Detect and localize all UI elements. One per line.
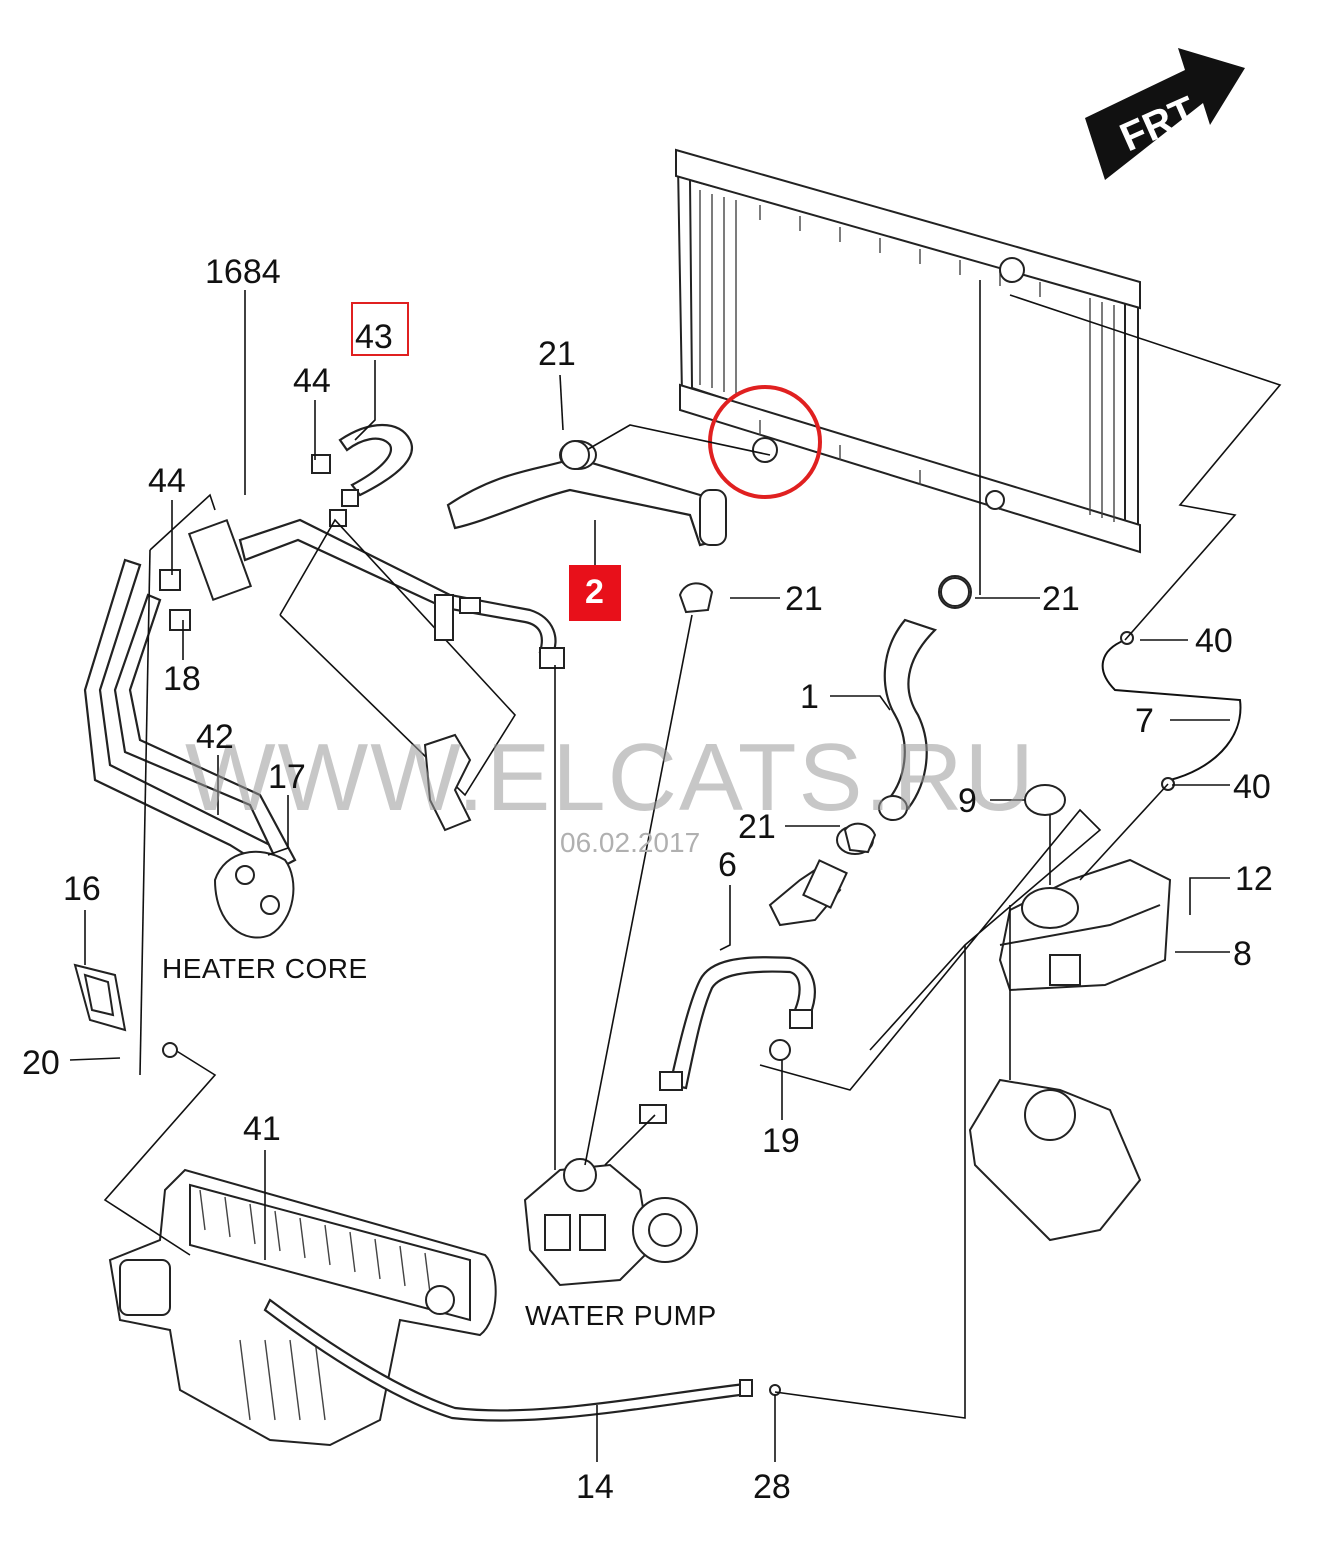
callout-1: 1	[800, 678, 819, 716]
bypass-pipe-14	[103, 945, 966, 1422]
callout-numbers: 1684 43 44 44 18 42 17 16 20 41 21 2 21 …	[22, 253, 1273, 1506]
coolant-reservoir	[968, 784, 1172, 1242]
callout-6: 6	[718, 846, 737, 884]
callout-18: 18	[163, 660, 201, 698]
callout-17: 17	[268, 758, 306, 796]
callout-21-radiator-clamp: 21	[1042, 580, 1080, 618]
callout-21-thermostat: 21	[738, 808, 776, 846]
outlet-hose-part-6	[639, 808, 1102, 1124]
callout-40-lower: 40	[1233, 768, 1271, 806]
water-pump-label: WATER PUMP	[525, 1300, 717, 1331]
callout-9: 9	[958, 782, 977, 820]
radiator	[675, 148, 1141, 554]
callout-44-upper: 44	[293, 362, 331, 400]
callout-21-pump-clamp: 21	[785, 580, 823, 618]
callout-20: 20	[22, 1044, 60, 1082]
callout-2-highlight-badge	[569, 565, 621, 621]
callout-28: 28	[753, 1468, 791, 1506]
watermark-date: 06.02.2017	[560, 827, 700, 858]
watermark-site: WWW.ELCATS.RU	[185, 724, 1036, 831]
callout-42: 42	[196, 718, 234, 756]
callout-21-upper-hose: 21	[538, 335, 576, 373]
hose-bracket-16	[73, 963, 127, 1032]
overflow-hose-7	[1009, 294, 1282, 881]
callout-12: 12	[1235, 860, 1273, 898]
callout-43-highlight-box	[351, 302, 409, 356]
callout-2: 2	[585, 573, 604, 611]
callout-40-upper: 40	[1195, 622, 1233, 660]
callout-16: 16	[63, 870, 101, 908]
callout-leaders	[69, 280, 1230, 1462]
heater-core	[213, 850, 295, 939]
callout-41: 41	[243, 1110, 281, 1148]
front-direction-arrow: FRT	[1085, 48, 1245, 180]
callout-7: 7	[1135, 702, 1154, 740]
water-pump	[523, 614, 698, 1287]
callout-8: 8	[1233, 935, 1252, 973]
heater-core-label: HEATER CORE	[162, 953, 368, 984]
intake-manifold	[108, 1168, 497, 1447]
callout-19: 19	[762, 1122, 800, 1160]
clamps	[560, 440, 970, 854]
callout-43: 43	[355, 318, 393, 356]
callout-1684: 1684	[205, 253, 281, 291]
upper-hose-part-2	[446, 424, 771, 547]
callout-44-lower: 44	[148, 462, 186, 500]
callout-14: 14	[576, 1468, 614, 1506]
bracket-parts	[423, 594, 481, 832]
